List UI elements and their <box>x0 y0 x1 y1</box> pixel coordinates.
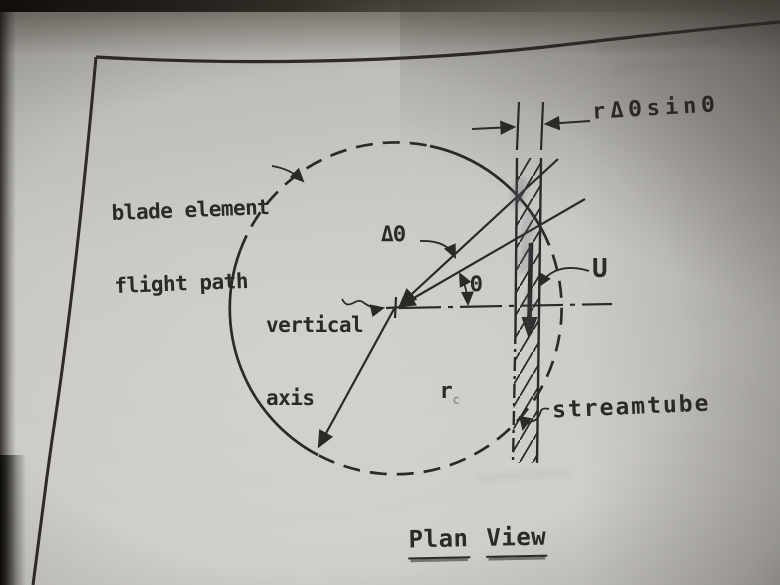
vertical-axis-label-line1: vertical <box>266 313 364 338</box>
figure-title: Plan View <box>317 496 548 585</box>
dimension-arrow-left <box>471 120 517 135</box>
vertical-axis-label-line2: axis <box>266 385 315 410</box>
blade-path-label-line2: flight path <box>113 268 249 298</box>
flight-path-arc-left-solid <box>228 250 319 457</box>
theta-label: Θ <box>470 272 483 296</box>
figure-title-word2: View <box>485 522 548 559</box>
ink-smudge <box>524 290 535 336</box>
vertical-axis-label: vertical axis <box>266 265 364 458</box>
blade-position-line-upper <box>399 158 559 306</box>
horizontal-centerline <box>398 302 613 310</box>
velocity-label: U <box>592 254 608 284</box>
radius-label-r: r <box>439 379 453 405</box>
streamtube-right-edge <box>535 157 543 464</box>
flight-path-arc-top-left-dashed <box>238 141 431 252</box>
streamtube-left-edge-dashdot <box>511 329 517 464</box>
center-cross-icon <box>385 296 407 319</box>
radius-label: rc <box>363 354 460 435</box>
radius-arrow <box>317 308 395 449</box>
figure-title-word1: Plan <box>407 524 470 560</box>
blade-position-line-lower <box>397 198 586 308</box>
dimension-tick-left <box>515 101 521 151</box>
vertical-axis-leader-arrow <box>341 298 386 317</box>
streamtube-leader-arrow <box>519 407 550 432</box>
dimension-tick-right <box>539 101 545 151</box>
radius-label-subscript: c <box>452 393 460 409</box>
blade-path-label-line1: blade element <box>111 195 270 226</box>
delta-theta-label: ΔΘ <box>381 222 406 246</box>
blade-path-label: blade element flight path <box>109 147 274 346</box>
theta-angle-arc <box>459 272 474 307</box>
u-leader-arrow <box>537 267 590 288</box>
dimension-arrow-right <box>543 115 591 131</box>
flight-path-arc-right-bottom-dashed <box>317 229 563 476</box>
delta-theta-leader-arrow <box>419 240 456 259</box>
page-border-left <box>31 56 98 585</box>
blade-path-leader-arrow <box>271 165 305 183</box>
